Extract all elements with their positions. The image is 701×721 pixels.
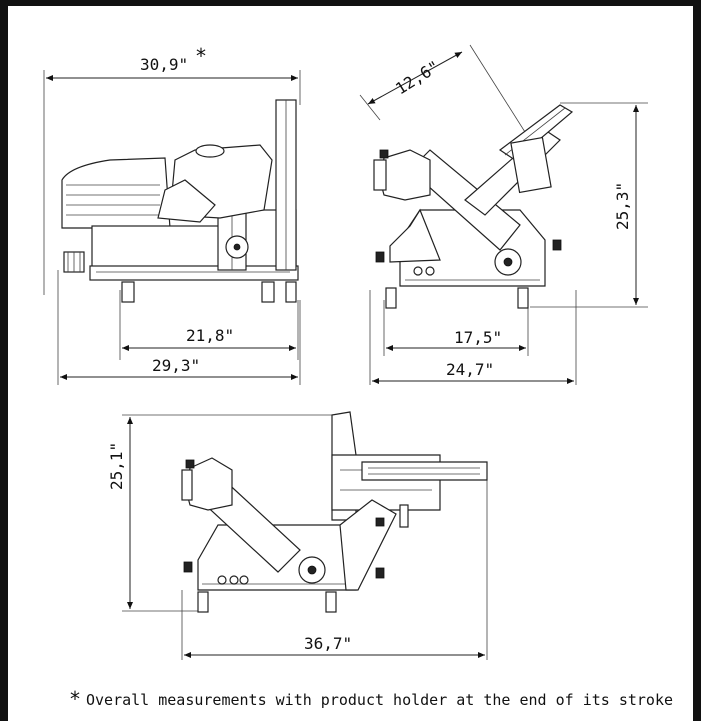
front-slicer-drawing <box>373 104 574 309</box>
side-slicer-drawing <box>61 99 299 303</box>
rear-slicer-drawing <box>181 411 488 613</box>
side-view: 30,9" * 21,8" 29,3" <box>43 44 301 385</box>
rear-length-label: 36,7" <box>304 634 352 653</box>
side-overall-star: * <box>196 44 206 68</box>
rear-view: 25,1" 36,7" <box>107 411 488 660</box>
front-height-label: 25,3" <box>613 182 632 230</box>
side-base-width-label: 29,3" <box>152 356 200 375</box>
rear-height-label: 25,1" <box>107 442 126 490</box>
front-width-label: 24,7" <box>446 360 494 379</box>
front-carriage-length-label: 12,6" <box>392 57 443 99</box>
footnote: * Overall measurements with product hold… <box>70 687 673 711</box>
front-view: 17,5" 24,7" 25,3" 12,6" <box>359 44 648 385</box>
technical-drawing: 30,9" * 21,8" 29,3" <box>43 44 673 711</box>
side-feet-span-label: 21,8" <box>186 326 234 345</box>
footnote-star: * <box>70 687 80 711</box>
side-overall-width-label: 30,9" <box>140 55 188 74</box>
front-feet-span-label: 17,5" <box>454 328 502 347</box>
front-carriage-dim-line <box>367 51 463 105</box>
footnote-text: Overall measurements with product holder… <box>86 691 673 709</box>
